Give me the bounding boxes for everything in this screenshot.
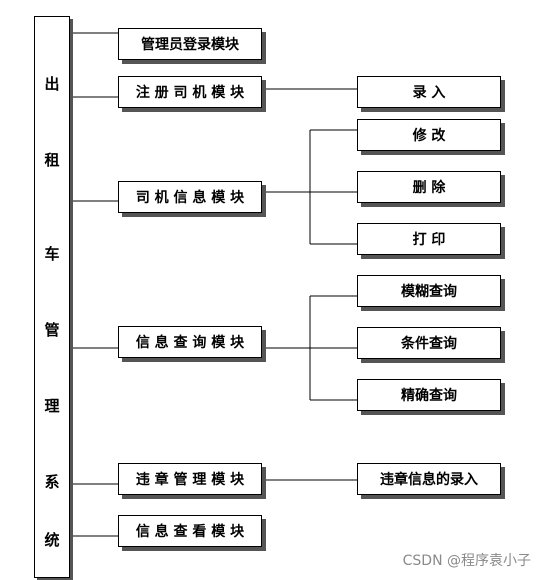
child-modify: 修 改 (357, 119, 501, 151)
watermark: CSDN @程序袁小子 (402, 553, 531, 569)
module-info-view: 信 息 查 看 模 块 (118, 515, 262, 547)
root-char: 理 (44, 397, 60, 415)
child-delete: 删 除 (357, 171, 501, 203)
child-exact-query: 精确查询 (357, 379, 501, 411)
child-violation-entry: 违章信息的录入 (357, 463, 501, 495)
module-violation-management: 违 章 管 理 模 块 (118, 463, 262, 495)
child-input: 录 入 (357, 76, 501, 108)
child-fuzzy-query: 模糊查询 (357, 275, 501, 307)
module-info-query: 信 息 查 询 模 块 (118, 326, 262, 358)
child-print: 打 印 (357, 223, 501, 255)
root-char: 车 (44, 245, 60, 263)
root-char: 系 (44, 473, 60, 491)
module-admin-login: 管理员登录模块 (118, 28, 262, 60)
root-system-box: 出 租 车 管 理 系 统 (34, 16, 70, 578)
root-char: 出 (44, 75, 60, 93)
module-driver-info: 司 机 信 息 模 块 (118, 181, 262, 213)
child-condition-query: 条件查询 (357, 327, 501, 359)
root-char: 租 (44, 151, 60, 169)
root-char: 统 (44, 531, 60, 549)
module-driver-register: 注 册 司 机 模 块 (118, 76, 262, 108)
root-char: 管 (44, 321, 60, 339)
